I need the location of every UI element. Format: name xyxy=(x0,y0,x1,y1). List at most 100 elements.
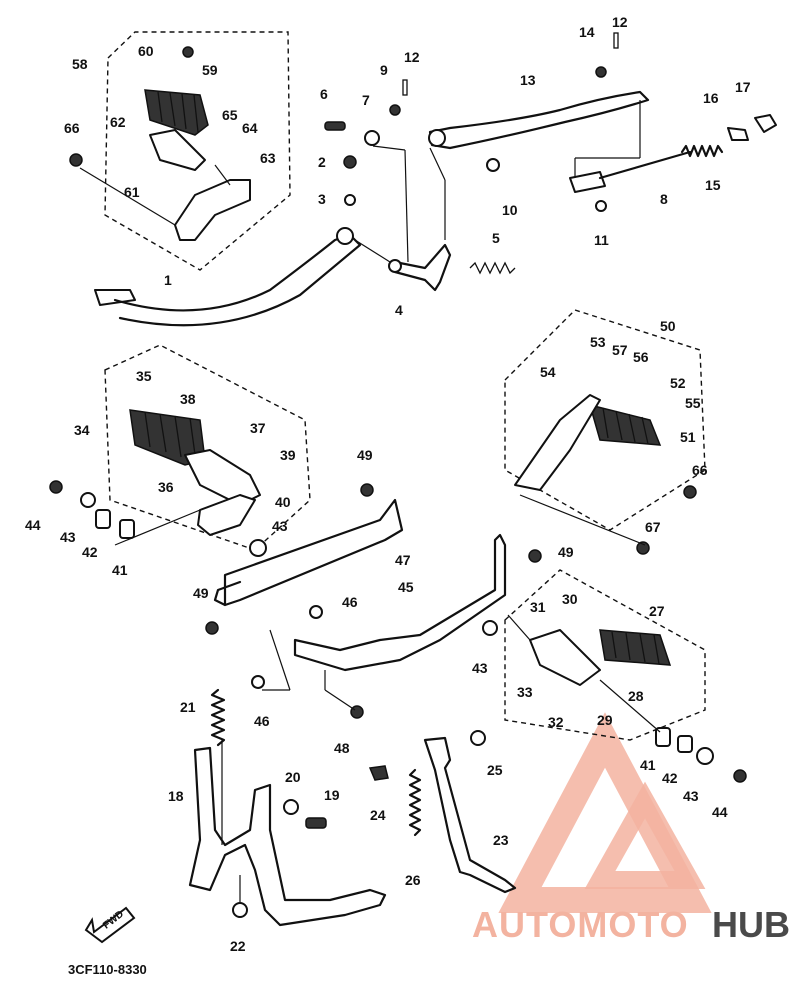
collar-part-42a xyxy=(95,509,111,529)
callout-2: 2 xyxy=(318,154,326,170)
watermark-text-light: AUTOMOTO xyxy=(472,904,689,945)
brake-shaft-part-4 xyxy=(388,243,452,292)
callout-65: 65 xyxy=(222,107,238,123)
callout-21: 21 xyxy=(180,699,196,715)
callout-19: 19 xyxy=(324,787,340,803)
callout-47: 47 xyxy=(395,552,411,568)
footrest-arm xyxy=(197,494,256,536)
callout-labels: 1 2 3 4 5 6 7 8 9 10 11 12 12 13 14 15 1… xyxy=(25,14,751,954)
washer-part-43a xyxy=(80,492,96,508)
clip-part-16 xyxy=(727,127,749,141)
bolt-part-9 xyxy=(389,104,401,116)
callout-46a: 46 xyxy=(342,594,358,610)
callout-48: 48 xyxy=(334,740,350,756)
callout-17: 17 xyxy=(735,79,751,95)
footrest-bracket-part-40 xyxy=(184,449,261,506)
callout-64: 64 xyxy=(242,120,258,136)
callout-26: 26 xyxy=(405,872,421,888)
callout-59: 59 xyxy=(202,62,218,78)
diagram-code: 3CF110-8330 xyxy=(68,962,147,977)
callout-29: 29 xyxy=(597,712,613,728)
callout-43c: 43 xyxy=(472,660,488,676)
nut-part-22 xyxy=(232,902,248,918)
callout-3: 3 xyxy=(318,191,326,207)
cotter-part-10 xyxy=(486,158,500,172)
footrest-stay-part-50 xyxy=(514,394,601,491)
callout-4: 4 xyxy=(395,302,403,318)
callout-43b: 43 xyxy=(272,518,288,534)
footrest-stay-part-47 xyxy=(213,498,404,607)
bolt-part-6 xyxy=(324,121,346,131)
callout-15: 15 xyxy=(705,177,721,193)
callout-33: 33 xyxy=(517,684,533,700)
bushing-part-41b xyxy=(655,727,671,747)
footrest-plate xyxy=(174,179,251,241)
washer-part-43c xyxy=(482,620,498,636)
callout-66a: 66 xyxy=(64,120,80,136)
leader-lines xyxy=(79,100,661,902)
callout-51: 51 xyxy=(680,429,696,445)
callout-32: 32 xyxy=(548,714,564,730)
callout-10: 10 xyxy=(502,202,518,218)
bolt-part-48 xyxy=(350,705,364,719)
callout-42a: 42 xyxy=(82,544,98,560)
callout-28: 28 xyxy=(628,688,644,704)
bolt-part-14 xyxy=(595,66,607,78)
footrest-bracket-part-29 xyxy=(529,629,601,686)
spring-part-15 xyxy=(680,144,724,158)
cap-part-49b xyxy=(528,549,542,563)
pin-part-12b xyxy=(613,32,619,49)
callout-6: 6 xyxy=(320,86,328,102)
callout-49b: 49 xyxy=(558,544,574,560)
callout-63: 63 xyxy=(260,150,276,166)
callout-50: 50 xyxy=(660,318,676,334)
callout-57: 57 xyxy=(612,342,628,358)
callout-40: 40 xyxy=(275,494,291,510)
footrest-bracket-part-61 xyxy=(149,129,206,171)
callout-61: 61 xyxy=(124,184,140,200)
callout-43d: 43 xyxy=(683,788,699,804)
cap-part-49a xyxy=(360,483,374,497)
callout-7: 7 xyxy=(362,92,370,108)
watermark-logo: AUTOMOTO HUB xyxy=(472,712,790,945)
callout-67: 67 xyxy=(645,519,661,535)
footrest-stay-part-45 xyxy=(293,533,507,672)
cap-part-49c xyxy=(205,621,219,635)
callout-56: 56 xyxy=(633,349,649,365)
callout-37: 37 xyxy=(250,420,266,436)
callout-35: 35 xyxy=(136,368,152,384)
spring-part-5 xyxy=(469,261,516,275)
watermark-text-dark: HUB xyxy=(712,904,790,945)
callout-36: 36 xyxy=(158,479,174,495)
callout-5: 5 xyxy=(492,230,500,246)
callout-14: 14 xyxy=(579,24,595,40)
group-outline-34 xyxy=(104,344,311,551)
bolt-part-60 xyxy=(182,46,194,58)
callout-38: 38 xyxy=(180,391,196,407)
callout-12b: 12 xyxy=(612,14,628,30)
brake-pedal-part-1 xyxy=(94,227,362,327)
callout-11: 11 xyxy=(594,232,609,248)
bolt-part-66b xyxy=(683,485,697,499)
footrest-rubber-part-59 xyxy=(144,89,209,136)
pin-part-12a xyxy=(402,79,408,96)
bolt-part-66a xyxy=(69,153,83,167)
bolt-part-44a xyxy=(49,480,63,494)
callout-30: 30 xyxy=(562,591,578,607)
bolt-part-2 xyxy=(343,155,357,169)
callout-58: 58 xyxy=(72,56,88,72)
washer-part-43d xyxy=(696,747,714,765)
bolt-part-67 xyxy=(636,541,650,555)
washer-part-43b xyxy=(249,539,267,557)
washer-part-20 xyxy=(283,799,299,815)
callout-43a: 43 xyxy=(60,529,76,545)
callout-45: 45 xyxy=(398,579,414,595)
callout-27: 27 xyxy=(649,603,665,619)
bolt-part-44b xyxy=(733,769,747,783)
nut-part-25 xyxy=(470,730,486,746)
callout-41b: 41 xyxy=(640,757,656,773)
callout-1: 1 xyxy=(164,272,172,288)
nut-part-46a xyxy=(309,605,323,619)
footrest-rubber-part-28 xyxy=(599,629,672,666)
spring-part-26 xyxy=(408,768,422,837)
